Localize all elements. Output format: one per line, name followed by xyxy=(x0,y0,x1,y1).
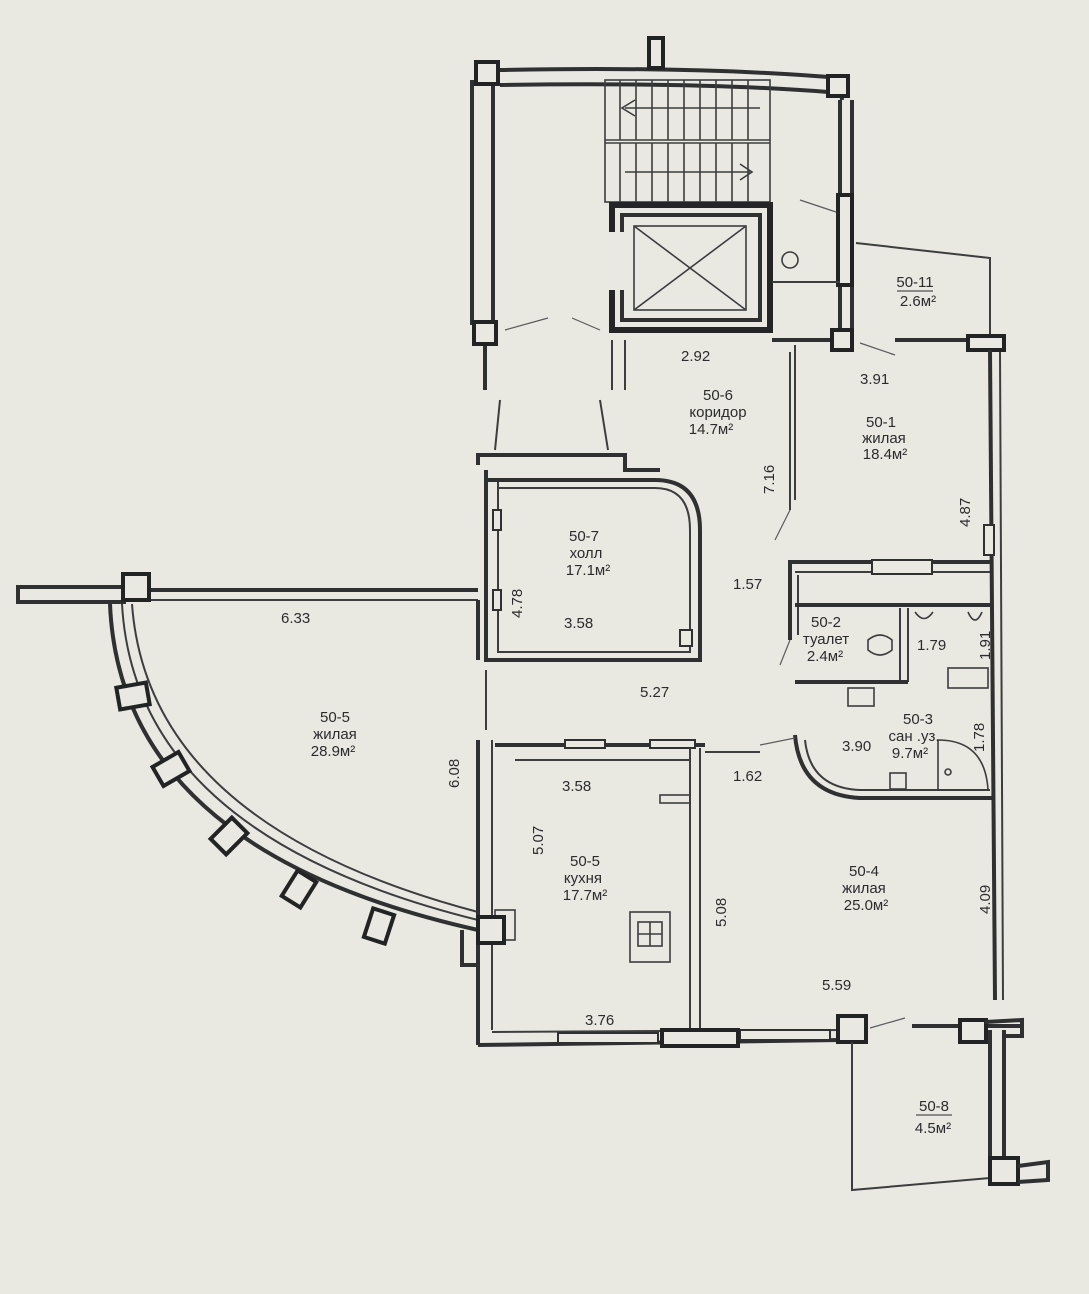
svg-text:2.6м²: 2.6м² xyxy=(900,293,936,310)
room-label-50-6: 50-6 коридор 14.7м² xyxy=(689,387,747,438)
sink-icon xyxy=(967,611,983,621)
toilet-bath-block xyxy=(759,559,995,800)
dim-label: 7.16 xyxy=(761,465,778,494)
column-icon xyxy=(988,1156,1020,1186)
bathtub-icon xyxy=(947,667,989,689)
toilet-icon xyxy=(867,634,893,656)
svg-text:жилая: жилая xyxy=(862,430,906,447)
dim-label: 1.91 xyxy=(977,631,994,660)
dim-label: 1.57 xyxy=(733,576,762,593)
ventilation-shaft-icon xyxy=(629,911,671,963)
elevator-shaft-icon xyxy=(609,202,773,333)
column-icon xyxy=(660,1028,740,1048)
svg-text:50-6: 50-6 xyxy=(703,387,733,404)
column-icon xyxy=(278,867,320,911)
room-50-5-living xyxy=(16,572,487,947)
room-label-50-5-living: 50-5 жилая 28.9м² xyxy=(311,709,357,760)
column-icon xyxy=(830,328,854,352)
column-icon xyxy=(836,1014,868,1044)
svg-text:туалет: туалет xyxy=(803,631,849,648)
svg-text:17.1м²: 17.1м² xyxy=(566,562,611,579)
svg-text:17.7м²: 17.7м² xyxy=(563,887,608,904)
svg-text:25.0м²: 25.0м² xyxy=(844,897,889,914)
column-icon xyxy=(826,74,850,98)
svg-text:50-3: 50-3 xyxy=(903,711,933,728)
svg-text:кухня: кухня xyxy=(564,870,602,887)
svg-text:9.7м²: 9.7м² xyxy=(892,745,928,762)
sink-icon xyxy=(847,687,875,707)
column-icon xyxy=(476,915,506,945)
column-icon xyxy=(472,320,498,346)
room-50-4 xyxy=(705,751,1020,1044)
svg-text:50-7: 50-7 xyxy=(569,528,599,545)
column-icon xyxy=(361,905,397,947)
dim-label: 4.87 xyxy=(957,498,974,527)
dim-label: 3.91 xyxy=(860,371,889,388)
column-icon xyxy=(207,814,251,858)
dim-label: 1.79 xyxy=(917,637,946,654)
dim-label: 4.78 xyxy=(509,589,526,618)
dim-label: 3.58 xyxy=(562,778,591,795)
svg-text:14.7м²: 14.7м² xyxy=(689,421,734,438)
room-label-50-2: 50-2 туалет 2.4м² xyxy=(803,614,849,665)
svg-text:50-5: 50-5 xyxy=(570,853,600,870)
svg-text:сан .уз.: сан .уз. xyxy=(888,728,939,745)
column-icon xyxy=(114,680,152,712)
svg-text:50-5: 50-5 xyxy=(320,709,350,726)
column-icon xyxy=(647,36,665,70)
svg-text:2.4м²: 2.4м² xyxy=(807,648,843,665)
balcony-50-8 xyxy=(851,1017,1050,1192)
kitchen-50-5 xyxy=(460,739,841,1048)
stair-core xyxy=(470,36,854,390)
dim-label: 3.90 xyxy=(842,738,871,755)
dim-label: 4.09 xyxy=(977,885,994,914)
sink-icon xyxy=(914,611,934,620)
room-50-1 xyxy=(859,342,1004,1001)
dim-label: 3.76 xyxy=(585,1012,614,1029)
room-label-50-5-kitchen: 50-5 кухня 17.7м² xyxy=(563,853,608,904)
dim-label: 1.62 xyxy=(733,768,762,785)
dim-label: 5.08 xyxy=(713,898,730,927)
svg-text:50-8: 50-8 xyxy=(919,1098,949,1115)
corridor-walls xyxy=(476,340,796,541)
dim-label: 2.92 xyxy=(681,348,710,365)
column-icon xyxy=(958,1018,988,1044)
dim-label: 5.07 xyxy=(530,826,547,855)
room-label-50-7: 50-7 холл 17.1м² xyxy=(566,528,611,579)
column-icon xyxy=(121,572,151,602)
dim-label: 6.33 xyxy=(281,610,310,627)
hall-50-7 xyxy=(484,470,702,662)
svg-text:жилая: жилая xyxy=(313,726,357,743)
staircase-icon xyxy=(604,79,771,203)
column-icon xyxy=(149,749,193,789)
svg-text:50-11: 50-11 xyxy=(896,274,933,291)
svg-text:жилая: жилая xyxy=(842,880,886,897)
svg-text:50-4: 50-4 xyxy=(849,863,879,880)
svg-text:18.4м²: 18.4м² xyxy=(863,446,908,463)
svg-text:50-1: 50-1 xyxy=(866,414,896,431)
column-icon xyxy=(836,193,854,287)
svg-text:28.9м²: 28.9м² xyxy=(311,743,356,760)
dim-label: 5.59 xyxy=(822,977,851,994)
room-label-50-11: 50-11 2.6м² xyxy=(896,274,936,310)
shower-icon xyxy=(937,739,989,791)
column-icon xyxy=(474,60,500,86)
svg-text:коридор: коридор xyxy=(689,404,746,421)
svg-text:50-2: 50-2 xyxy=(811,614,841,631)
svg-text:холл: холл xyxy=(570,545,603,562)
room-label-50-3: 50-3 сан .уз. 9.7м² xyxy=(888,711,939,762)
room-label-50-8: 50-8 4.5м² xyxy=(915,1098,952,1137)
room-label-50-4: 50-4 жилая 25.0м² xyxy=(842,863,888,914)
dim-label: 6.08 xyxy=(446,759,463,788)
dim-label: 3.58 xyxy=(564,615,593,632)
dim-label: 1.78 xyxy=(971,723,988,752)
dimension-labels: 2.92 3.91 7.16 4.87 1.57 4.78 3.58 6.33 … xyxy=(281,348,994,1029)
dim-label: 5.27 xyxy=(640,684,669,701)
balcony-50-11 xyxy=(855,242,1006,352)
room-label-50-1: 50-1 жилая 18.4м² xyxy=(862,414,907,463)
svg-text:4.5м²: 4.5м² xyxy=(915,1120,951,1137)
column-icon xyxy=(966,334,1006,352)
